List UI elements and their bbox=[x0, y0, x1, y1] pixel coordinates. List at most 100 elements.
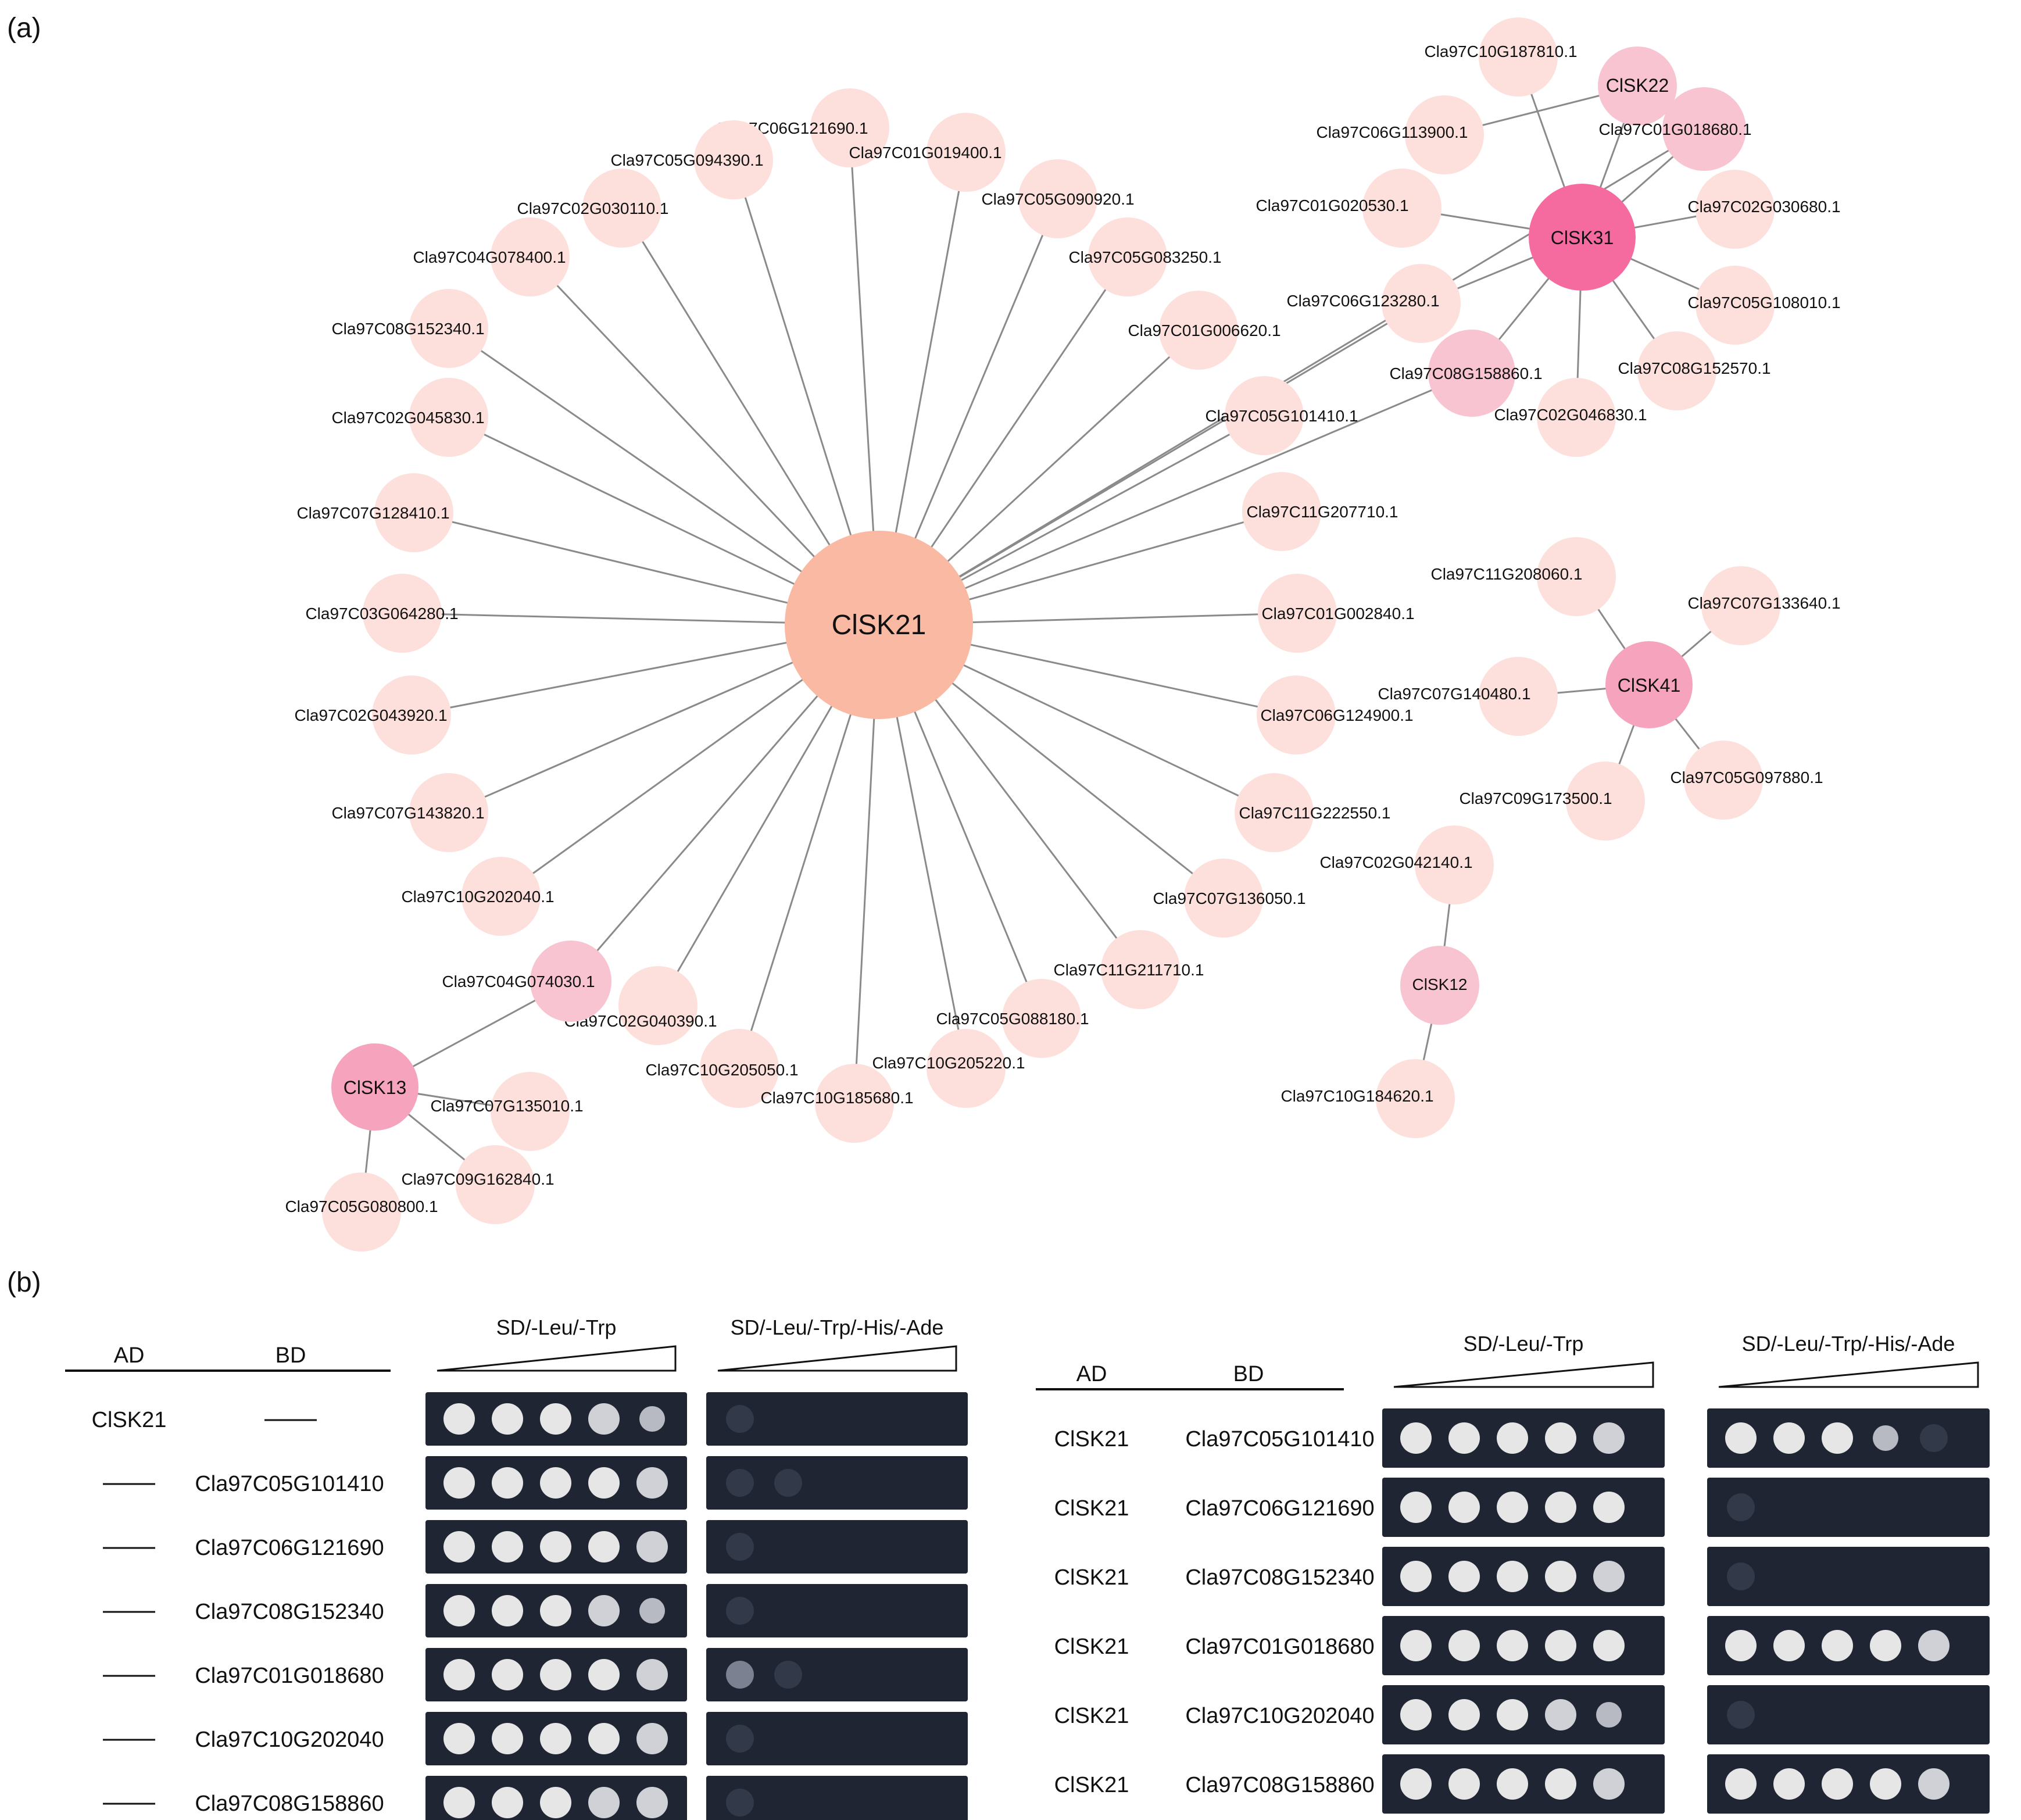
leaf-node-cla97c05g090920-1[interactable]: Cla97C05G090920.1 bbox=[981, 159, 1135, 238]
hub-node-cla97c04g074030-1[interactable]: Cla97C04G074030.1 bbox=[442, 941, 611, 1022]
leaf-node-cla97c06g113900-1[interactable]: Cla97C06G113900.1 bbox=[1316, 95, 1484, 174]
leaf-circle-cla97c05g088180-1 bbox=[1002, 979, 1081, 1058]
hub-node-clsk22[interactable]: ClSK22 bbox=[1598, 47, 1677, 126]
leaf-node-cla97c05g108010-1[interactable]: Cla97C05G108010.1 bbox=[1687, 266, 1841, 345]
leaf-node-cla97c06g124900-1[interactable]: Cla97C06G124900.1 bbox=[1257, 675, 1414, 755]
leaf-node-cla97c04g078400-1[interactable]: Cla97C04G078400.1 bbox=[413, 217, 570, 296]
leaf-node-cla97c02g043920-1[interactable]: Cla97C02G043920.1 bbox=[294, 675, 451, 755]
leaf-node-cla97c07g140480-1[interactable]: Cla97C07G140480.1 bbox=[1378, 657, 1558, 736]
hub-node-clsk41[interactable]: ClSK41 bbox=[1605, 641, 1693, 728]
hub-node-cla97c08g158860-1[interactable]: Cla97C08G158860.1 bbox=[1389, 330, 1543, 417]
leaf-circle-cla97c05g108010-1 bbox=[1696, 266, 1775, 345]
colony-spot bbox=[1545, 1422, 1576, 1454]
plate-control bbox=[425, 1584, 687, 1637]
leaf-node-cla97c07g143820-1[interactable]: Cla97C07G143820.1 bbox=[331, 773, 488, 852]
hub-node-cla97c01g018680-1[interactable]: Cla97C01G018680.1 bbox=[1598, 87, 1752, 171]
leaf-node-cla97c07g133640-1[interactable]: Cla97C07G133640.1 bbox=[1687, 566, 1841, 645]
leaf-node-cla97c01g006620-1[interactable]: Cla97C01G006620.1 bbox=[1128, 291, 1281, 370]
hub-node-clsk13[interactable]: ClSK13 bbox=[331, 1043, 418, 1131]
leaf-label-cla97c11g222550-1: Cla97C11G222550.1 bbox=[1239, 804, 1390, 822]
colony-spot bbox=[443, 1659, 475, 1690]
plate-background bbox=[706, 1648, 968, 1701]
leaf-node-cla97c11g222550-1[interactable]: Cla97C11G222550.1 bbox=[1235, 773, 1391, 852]
leaf-node-cla97c07g128410-1[interactable]: Cla97C07G128410.1 bbox=[296, 473, 453, 552]
leaf-node-cla97c05g083250-1[interactable]: Cla97C05G083250.1 bbox=[1068, 217, 1222, 296]
leaf-node-cla97c07g135010-1[interactable]: Cla97C07G135010.1 bbox=[430, 1072, 584, 1151]
hub-circle-clsk22 bbox=[1598, 47, 1677, 126]
ad-construct: ClSK21 bbox=[1054, 1635, 1129, 1659]
leaf-node-cla97c02g042140-1[interactable]: Cla97C02G042140.1 bbox=[1319, 825, 1494, 904]
leaf-node-cla97c10g205050-1[interactable]: Cla97C10G205050.1 bbox=[645, 1029, 799, 1108]
leaf-node-cla97c02g045830-1[interactable]: Cla97C02G045830.1 bbox=[331, 378, 488, 457]
leaf-label-cla97c05g083250-1: Cla97C05G083250.1 bbox=[1068, 248, 1221, 266]
leaf-node-cla97c08g152570-1[interactable]: Cla97C08G152570.1 bbox=[1618, 331, 1771, 410]
leaf-node-cla97c10g187810-1[interactable]: Cla97C10G187810.1 bbox=[1424, 17, 1578, 96]
hub-label-clsk21: ClSK21 bbox=[832, 610, 927, 641]
leaf-node-cla97c10g202040-1[interactable]: Cla97C10G202040.1 bbox=[401, 857, 555, 936]
leaf-circle-cla97c10g184620-1 bbox=[1376, 1059, 1455, 1138]
plate-control bbox=[1382, 1685, 1665, 1744]
leaf-node-cla97c02g046830-1[interactable]: Cla97C02G046830.1 bbox=[1494, 378, 1647, 457]
leaf-node-cla97c01g020530-1[interactable]: Cla97C01G020530.1 bbox=[1255, 169, 1441, 248]
edge-clsk21-cla97c08g158860-1 bbox=[878, 372, 1472, 626]
leaf-node-cla97c11g211710-1[interactable]: Cla97C11G211710.1 bbox=[1054, 930, 1204, 1009]
leaf-node-cla97c05g080800-1[interactable]: Cla97C05G080800.1 bbox=[285, 1172, 438, 1252]
colony-spot bbox=[1727, 1562, 1755, 1590]
leaf-node-cla97c11g207710-1[interactable]: Cla97C11G207710.1 bbox=[1242, 472, 1398, 551]
leaf-node-cla97c10g184620-1[interactable]: Cla97C10G184620.1 bbox=[1280, 1059, 1455, 1138]
leaf-circle-cla97c02g043920-1 bbox=[372, 675, 451, 755]
colony-spot bbox=[492, 1595, 523, 1626]
plate-selective bbox=[1707, 1547, 1990, 1606]
leaf-circle-cla97c11g222550-1 bbox=[1235, 773, 1314, 852]
colony-spot bbox=[1773, 1768, 1805, 1800]
leaf-node-cla97c02g040390-1[interactable]: Cla97C02G040390.1 bbox=[564, 966, 717, 1045]
y2h-row: Cla97C08G158860 bbox=[103, 1776, 968, 1820]
hub-node-clsk31[interactable]: ClSK31 bbox=[1529, 184, 1636, 291]
dilution-wedge bbox=[1393, 1361, 1654, 1388]
leaf-node-cla97c07g136050-1[interactable]: Cla97C07G136050.1 bbox=[1153, 859, 1306, 938]
leaf-node-cla97c01g019400-1[interactable]: Cla97C01G019400.1 bbox=[849, 113, 1006, 192]
hub-label-cla97c04g074030-1: Cla97C04G074030.1 bbox=[442, 972, 595, 991]
plate-selective bbox=[1707, 1616, 1990, 1675]
plate-control bbox=[1382, 1408, 1665, 1468]
colony-spot bbox=[443, 1467, 475, 1499]
bd-header: BD bbox=[276, 1343, 306, 1368]
plate-control bbox=[1382, 1547, 1665, 1606]
leaf-node-cla97c09g173500-1[interactable]: Cla97C09G173500.1 bbox=[1459, 761, 1645, 841]
hub-node-clsk12[interactable]: ClSK12 bbox=[1400, 946, 1479, 1025]
panel-a-label: (a) bbox=[7, 13, 41, 44]
colony-spot bbox=[1593, 1768, 1625, 1800]
leaf-node-cla97c05g094390-1[interactable]: Cla97C05G094390.1 bbox=[610, 120, 773, 199]
leaf-node-cla97c02g030110-1[interactable]: Cla97C02G030110.1 bbox=[517, 169, 669, 248]
leaf-node-cla97c01g002840-1[interactable]: Cla97C01G002840.1 bbox=[1258, 574, 1415, 653]
leaf-label-cla97c09g162840-1: Cla97C09G162840.1 bbox=[401, 1170, 554, 1188]
leaf-node-cla97c05g101410-1[interactable]: Cla97C05G101410.1 bbox=[1205, 376, 1358, 455]
colony-spot bbox=[1497, 1561, 1528, 1592]
leaf-node-cla97c05g088180-1[interactable]: Cla97C05G088180.1 bbox=[936, 979, 1089, 1058]
leaf-circle-cla97c03g064280-1 bbox=[363, 574, 442, 653]
leaf-node-cla97c05g097880-1[interactable]: Cla97C05G097880.1 bbox=[1670, 741, 1823, 820]
leaf-node-cla97c11g208060-1[interactable]: Cla97C11G208060.1 bbox=[1430, 537, 1616, 616]
hub-node-clsk21[interactable]: ClSK21 bbox=[785, 531, 973, 719]
leaf-label-cla97c06g123280-1: Cla97C06G123280.1 bbox=[1286, 292, 1439, 310]
leaf-label-cla97c04g078400-1: Cla97C04G078400.1 bbox=[413, 248, 566, 266]
leaf-node-cla97c10g205220-1[interactable]: Cla97C10G205220.1 bbox=[872, 1029, 1025, 1108]
leaf-label-cla97c02g030680-1: Cla97C02G030680.1 bbox=[1687, 198, 1840, 216]
leaf-node-cla97c08g152340-1[interactable]: Cla97C08G152340.1 bbox=[331, 289, 488, 368]
leaf-node-cla97c03g064280-1[interactable]: Cla97C03G064280.1 bbox=[305, 574, 459, 653]
leaf-node-cla97c10g185680-1[interactable]: Cla97C10G185680.1 bbox=[760, 1064, 914, 1143]
leaf-circle-cla97c10g205050-1 bbox=[700, 1029, 779, 1108]
colony-spot bbox=[1773, 1630, 1805, 1661]
leaf-label-cla97c05g097880-1: Cla97C05G097880.1 bbox=[1670, 768, 1823, 786]
plate-selective bbox=[706, 1392, 968, 1446]
leaf-node-cla97c09g162840-1[interactable]: Cla97C09G162840.1 bbox=[401, 1145, 555, 1224]
plate-control bbox=[1382, 1616, 1665, 1675]
leaf-node-cla97c02g030680-1[interactable]: Cla97C02G030680.1 bbox=[1687, 170, 1841, 249]
colony-spot bbox=[492, 1787, 523, 1818]
colony-spot bbox=[639, 1406, 665, 1432]
colony-spot bbox=[1400, 1699, 1432, 1730]
colony-spot bbox=[1400, 1561, 1432, 1592]
colony-spot bbox=[1822, 1630, 1853, 1661]
leaf-node-cla97c06g123280-1[interactable]: Cla97C06G123280.1 bbox=[1286, 264, 1461, 343]
